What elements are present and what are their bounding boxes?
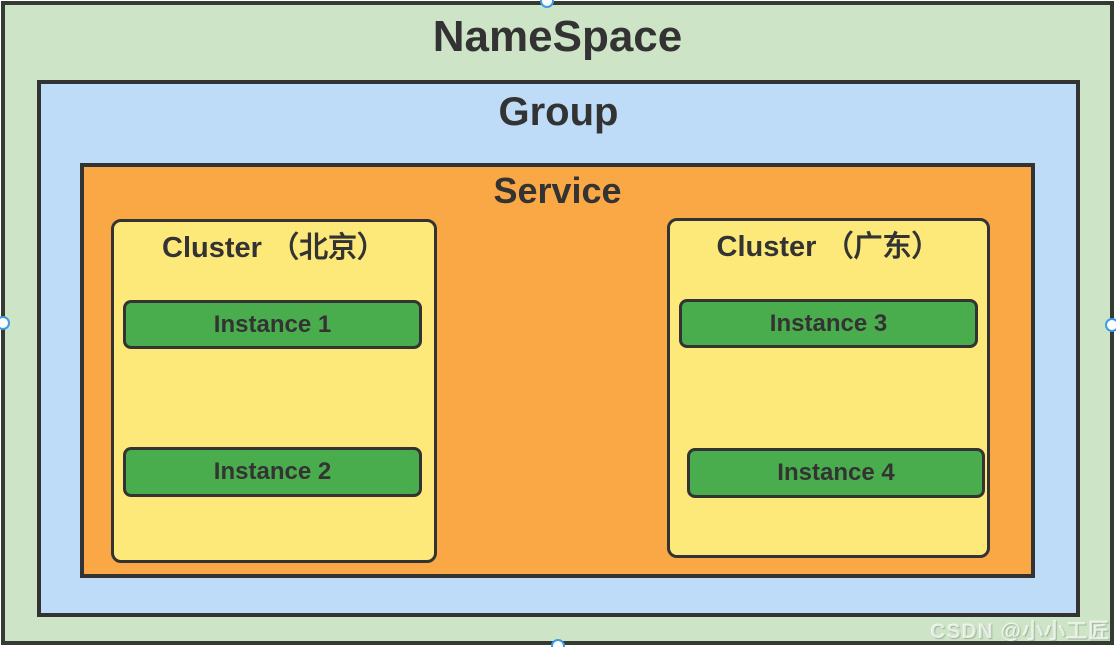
instance-box-2: Instance 2 [123, 447, 422, 497]
cluster-box-guangdong: Cluster （广东） Instance 3 Instance 4 [667, 218, 990, 558]
service-box: Service Cluster （北京） Instance 1 Instance… [80, 163, 1035, 578]
instance-box-4: Instance 4 [687, 448, 985, 498]
resize-handle-right[interactable] [1105, 318, 1116, 332]
resize-handle-top[interactable] [540, 0, 554, 8]
instance-box-3: Instance 3 [679, 299, 978, 348]
cluster-box-beijing: Cluster （北京） Instance 1 Instance 2 [111, 219, 437, 563]
csdn-watermark: CSDN @小小工匠 [930, 620, 1110, 643]
resize-handle-bottom[interactable] [551, 639, 565, 647]
namespace-title: NameSpace [432, 12, 683, 61]
service-title: Service [493, 170, 622, 211]
resize-handle-left[interactable] [0, 316, 10, 330]
instance-box-1: Instance 1 [123, 300, 422, 349]
cluster-title-beijing: Cluster （北京） [162, 232, 386, 264]
group-title: Group [498, 90, 619, 134]
group-box: Group Service Cluster （北京） Instance 1 In… [37, 80, 1080, 617]
cluster-title-guangdong: Cluster （广东） [716, 231, 941, 263]
